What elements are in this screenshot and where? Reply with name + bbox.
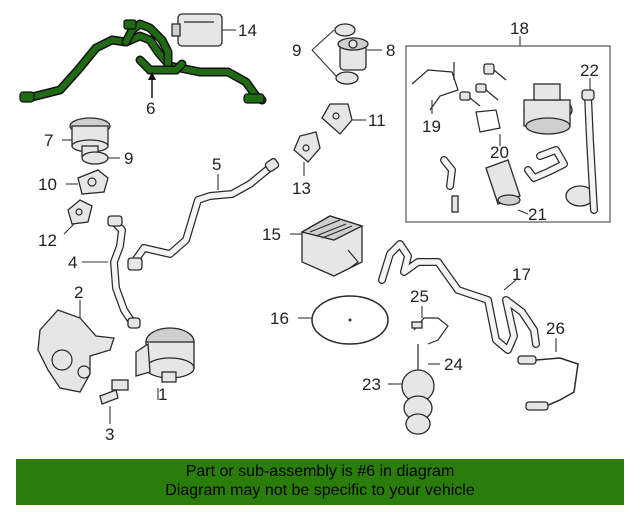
part-22-pipe[interactable] xyxy=(581,78,598,214)
callout-21[interactable]: 21 xyxy=(528,205,547,224)
callout-labels: 1 2 3 4 5 6 7 8 9 9 10 11 12 13 14 15 16… xyxy=(38,19,599,444)
part-21-canister[interactable] xyxy=(485,146,595,215)
part-19-sensors[interactable] xyxy=(459,63,507,107)
callout-19[interactable]: 19 xyxy=(422,117,441,136)
part-25-hose[interactable] xyxy=(411,306,449,345)
part-19-bracket[interactable] xyxy=(411,62,459,114)
part-7-egr-valve[interactable] xyxy=(62,117,111,157)
part-12-gasket[interactable] xyxy=(63,199,93,235)
callout-2[interactable]: 2 xyxy=(74,283,83,302)
part-16-seal-ring[interactable] xyxy=(298,295,389,345)
callout-10[interactable]: 10 xyxy=(38,175,57,194)
callout-8[interactable]: 8 xyxy=(386,41,395,60)
callout-12[interactable]: 12 xyxy=(38,231,57,250)
part-3-bolt[interactable] xyxy=(99,379,129,424)
callout-13[interactable]: 13 xyxy=(292,179,311,198)
callout-1[interactable]: 1 xyxy=(158,385,167,404)
part-4-hose[interactable] xyxy=(82,215,141,329)
part-9-gaskets-upper[interactable] xyxy=(311,23,359,85)
diagram-notice-banner: Part or sub-assembly is #6 in diagram Di… xyxy=(16,459,624,505)
callout-24[interactable]: 24 xyxy=(444,355,463,374)
callout-14[interactable]: 14 xyxy=(238,21,257,40)
part-23-muffler[interactable] xyxy=(388,369,435,435)
callout-15[interactable]: 15 xyxy=(262,225,281,244)
part-13-bracket[interactable] xyxy=(293,131,321,176)
part-20-valve-assembly[interactable] xyxy=(475,83,573,146)
parts-diagram: 1 2 3 4 5 6 7 8 9 9 10 11 12 13 14 15 16… xyxy=(19,13,611,444)
callout-26[interactable]: 26 xyxy=(546,319,565,338)
part-10-flange[interactable] xyxy=(66,169,109,195)
part-6-hose-assembly[interactable] xyxy=(19,19,267,105)
part-8-valve[interactable] xyxy=(337,37,382,71)
callout-9-lower[interactable]: 9 xyxy=(124,149,133,168)
part-1-air-pump[interactable] xyxy=(135,327,195,400)
banner-line-2: Diagram may not be specific to your vehi… xyxy=(165,482,475,499)
callout-22[interactable]: 22 xyxy=(580,61,599,80)
callout-3[interactable]: 3 xyxy=(105,425,114,444)
part-26-o2-sensor[interactable] xyxy=(517,338,579,411)
callout-11[interactable]: 11 xyxy=(368,111,386,130)
banner-line-1: Part or sub-assembly is #6 in diagram xyxy=(185,463,455,480)
callout-4[interactable]: 4 xyxy=(68,253,77,272)
part-5-pipe[interactable] xyxy=(127,157,280,271)
callout-9-upper[interactable]: 9 xyxy=(292,41,301,60)
callout-16[interactable]: 16 xyxy=(270,309,289,328)
callout-23[interactable]: 23 xyxy=(362,375,381,394)
callout-6[interactable]: 6 xyxy=(146,99,155,118)
part-15-filter-box[interactable] xyxy=(290,215,364,277)
part-14-sensor[interactable] xyxy=(171,13,236,47)
callout-7[interactable]: 7 xyxy=(44,131,53,150)
part-2-heat-shield[interactable] xyxy=(37,300,115,393)
part-17-pipe[interactable] xyxy=(378,240,540,354)
part-11-bracket[interactable] xyxy=(321,103,366,135)
callout-25[interactable]: 25 xyxy=(410,287,429,306)
part-9-gasket-lower[interactable] xyxy=(81,151,120,165)
callout-20[interactable]: 20 xyxy=(490,143,509,162)
callout-5[interactable]: 5 xyxy=(212,155,221,174)
callout-18[interactable]: 18 xyxy=(510,19,529,38)
part-20-hoses-left[interactable] xyxy=(440,156,459,213)
callout-17[interactable]: 17 xyxy=(512,265,531,284)
part-24-pipe[interactable] xyxy=(417,344,440,370)
part-6-arrow xyxy=(148,72,156,98)
